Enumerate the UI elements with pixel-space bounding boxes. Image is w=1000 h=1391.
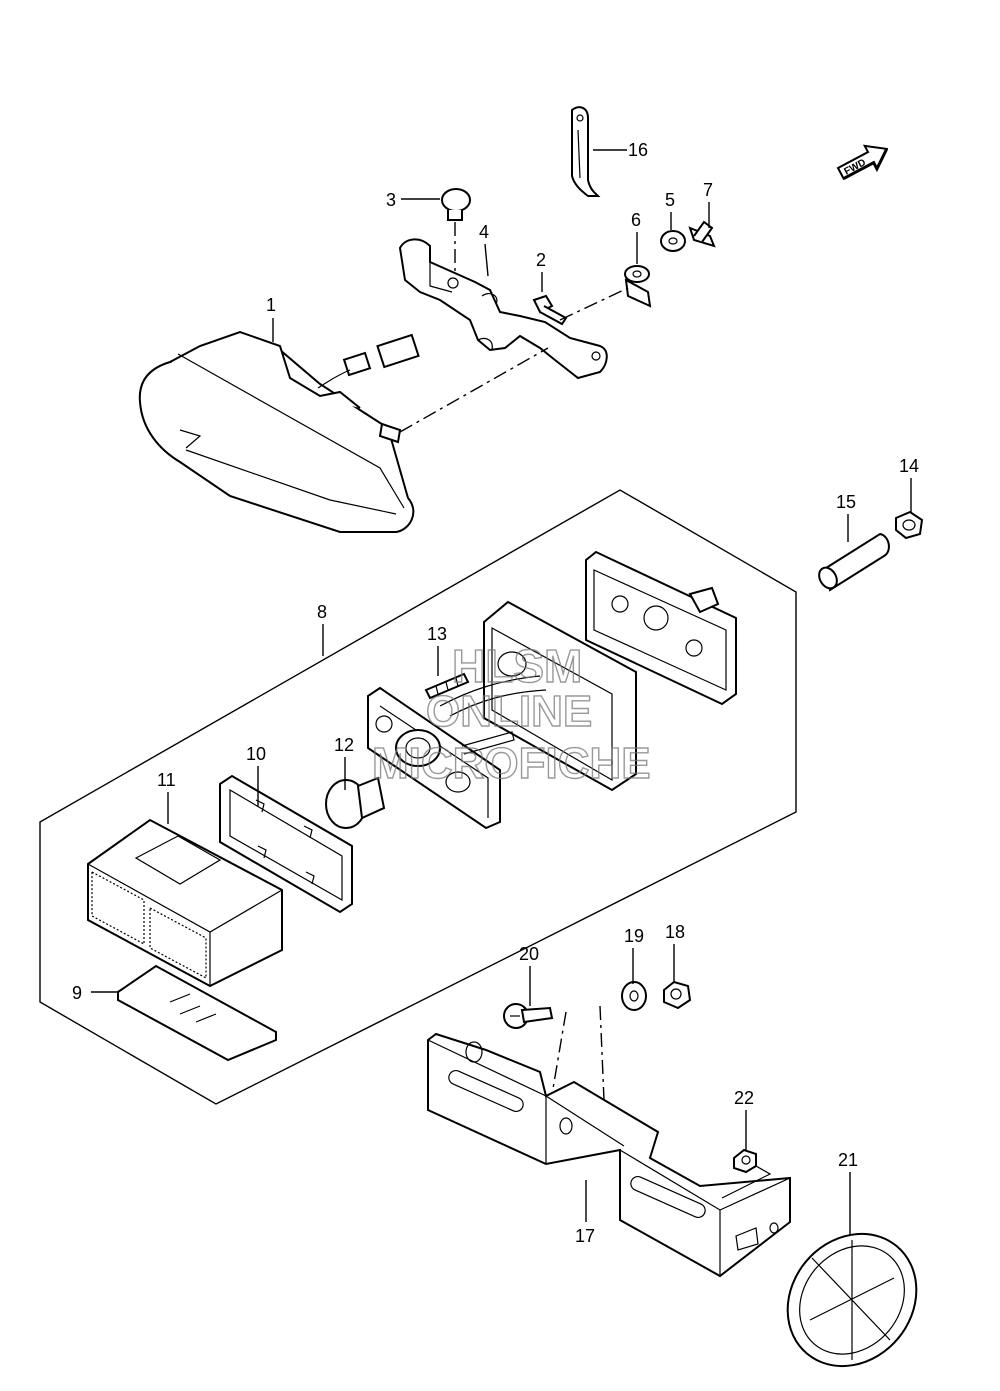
part-16-band — [571, 106, 601, 197]
callout-11: 11 — [157, 770, 176, 790]
part-6-grommet — [624, 265, 652, 308]
watermark-line-1: HLSM — [452, 640, 582, 692]
callout-22: 22 — [734, 1088, 754, 1108]
callout-17: 17 — [575, 1226, 595, 1246]
callout-8: 8 — [317, 602, 327, 622]
part-9-lens-plate — [117, 964, 277, 1062]
fwd-badge-text: FWD — [842, 157, 867, 177]
watermark-line-2: ONLINE — [426, 687, 592, 736]
callout-14: 14 — [899, 456, 919, 476]
callout-19: 19 — [624, 926, 644, 946]
callout-3: 3 — [386, 190, 396, 210]
callout-4: 4 — [479, 222, 489, 242]
callout-13: 13 — [427, 624, 447, 644]
callout-5: 5 — [665, 190, 675, 210]
callout-12: 12 — [334, 735, 354, 755]
part-4-bracket — [398, 238, 608, 380]
part-21-reflector — [786, 1232, 918, 1368]
callout-10: 10 — [246, 744, 266, 764]
part-11-lens — [87, 818, 283, 988]
part-14-nut — [895, 510, 924, 540]
part-2-bolt — [532, 294, 568, 326]
callout-18: 18 — [665, 922, 685, 942]
callout-6: 6 — [631, 210, 641, 230]
part-18-nut — [663, 980, 692, 1010]
part-1-taillight — [138, 330, 549, 533]
part-7-screw — [688, 220, 716, 248]
part-3-bolt — [441, 188, 471, 290]
part-13-screw — [424, 672, 470, 700]
fwd-arrow-badge: FWD — [836, 144, 889, 180]
part-8-socket-plate — [367, 675, 547, 830]
callout-20: 20 — [519, 944, 539, 964]
part-20-bolt — [503, 1003, 567, 1131]
part-12-bulb — [325, 776, 386, 829]
part-8-gasket — [585, 550, 737, 706]
part-5-washer — [660, 230, 686, 252]
watermark-line-3: MICROFICHE — [372, 739, 651, 788]
callout-15: 15 — [836, 492, 856, 512]
part-8-assembly-outline — [39, 489, 797, 1105]
callout-16: 16 — [628, 140, 648, 160]
watermark: HLSM ONLINE MICROFICHE — [371, 639, 651, 788]
part-10-gasket — [219, 774, 353, 914]
part-17-bracket — [427, 1032, 791, 1278]
part-15-collar — [818, 532, 890, 592]
part-19-washer — [599, 981, 647, 1101]
callout-1: 1 — [266, 295, 276, 315]
callout-9: 9 — [72, 983, 82, 1003]
callout-2: 2 — [536, 250, 546, 270]
part-22-nut — [721, 1148, 772, 1199]
leader-dash-grommet — [559, 287, 629, 321]
callout-7: 7 — [703, 180, 713, 200]
callout-labels: 1 2 3 4 5 6 7 8 9 10 11 12 13 14 15 16 1… — [72, 140, 919, 1246]
leader-lines — [91, 149, 912, 1236]
part-8-housing — [483, 600, 637, 792]
callout-21: 21 — [838, 1150, 858, 1170]
